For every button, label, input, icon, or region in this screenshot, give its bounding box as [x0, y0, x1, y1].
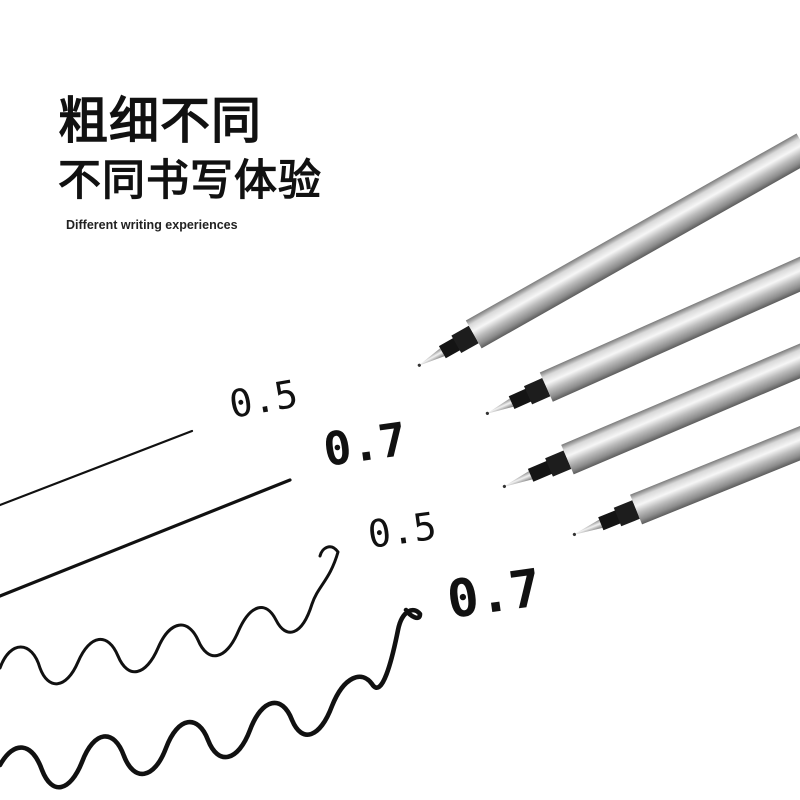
ink-stroke-straight-05 — [0, 429, 194, 507]
refill-barrel — [465, 133, 800, 349]
label-0-5-a: 0.5 — [226, 372, 301, 427]
refill-barrel — [561, 343, 800, 475]
refill-barrel — [630, 419, 800, 525]
refill-tip-icon — [418, 348, 445, 366]
refill-3 — [502, 343, 800, 489]
label-0-5-b: 0.5 — [365, 504, 439, 557]
label-0-7-b: 0.7 — [443, 558, 544, 630]
ink-stroke-straight-07 — [0, 478, 292, 598]
refill-ball-icon — [417, 363, 421, 367]
refill-collar-ring — [613, 500, 640, 527]
refill-collar-ring — [451, 325, 479, 354]
ink-stroke-wavy-05 — [0, 545, 340, 686]
refill-barrel — [539, 250, 800, 402]
refill-1 — [417, 133, 800, 367]
refill-tip-icon — [486, 398, 514, 414]
refill-tip-icon — [503, 471, 533, 487]
refill-tip-icon — [573, 519, 603, 535]
refill-ball-icon — [502, 484, 506, 489]
headline-experience: 不同书写体验 — [58, 156, 322, 206]
refill-collar-ring — [523, 378, 551, 405]
refill-4 — [572, 419, 800, 537]
refill-ball-icon — [485, 411, 489, 415]
ink-stroke-wavy-07 — [0, 607, 423, 790]
refill-collar-ring — [545, 450, 572, 477]
headline-thickness: 粗细不同 — [58, 92, 262, 150]
subtitle-english: Different writing experiences — [66, 218, 238, 232]
refill-ball-icon — [572, 532, 576, 537]
label-0-7-a: 0.7 — [320, 412, 410, 477]
refill-2 — [485, 250, 800, 415]
